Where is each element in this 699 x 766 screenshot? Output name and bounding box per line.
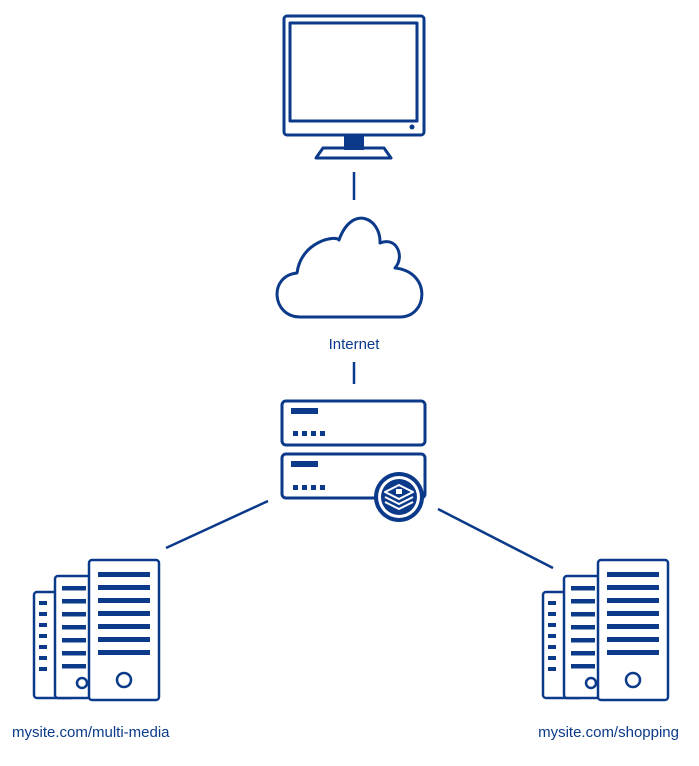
load-balancer-icon — [280, 399, 427, 500]
server-rack-icon — [541, 558, 670, 702]
multi-media-server-label: mysite.com/multi-media — [12, 724, 170, 741]
shopping-server-label: mysite.com/shopping — [538, 724, 679, 741]
server-rack-icon — [32, 558, 161, 702]
connector-line — [165, 499, 269, 550]
cloud-icon — [275, 216, 424, 319]
monitor-icon — [282, 14, 426, 160]
connector-line — [437, 507, 554, 570]
stack-badge-icon — [374, 472, 424, 522]
internet-label: Internet — [328, 336, 380, 353]
